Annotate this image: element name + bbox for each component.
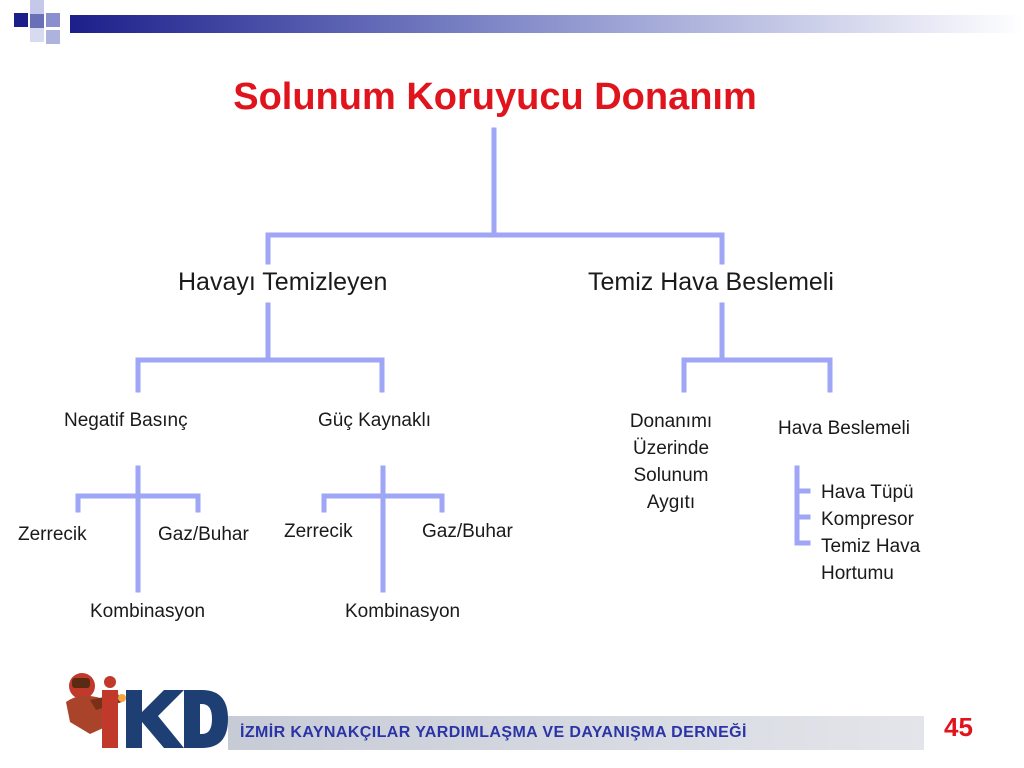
- ikd-logo: [60, 664, 230, 756]
- node-negatif-basinc: Negatif Basınç: [64, 410, 188, 431]
- node-negatif-zerrecik: Zerrecik: [18, 524, 87, 545]
- header-band: [0, 0, 1024, 52]
- node-donanimi-uzerinde: Donanımı Üzerinde Solunum Aygıtı: [612, 408, 730, 516]
- node-guc-kaynakli: Güç Kaynaklı: [318, 410, 431, 431]
- node-guc-kombinasyon: Kombinasyon: [345, 601, 461, 622]
- node-line: Donanımı: [629, 411, 713, 432]
- node-line: Üzerinde: [632, 438, 710, 459]
- list-item-hortumu: Hortumu: [821, 563, 894, 584]
- welder-logo-icon: [66, 673, 228, 748]
- node-temiz-hava-beslemeli: Temiz Hava Beslemeli: [588, 268, 834, 296]
- node-line: Aygıtı: [646, 492, 696, 513]
- node-guc-gaz-buhar: Gaz/Buhar: [422, 521, 513, 542]
- node-negatif-gaz-buhar: Gaz/Buhar: [158, 524, 249, 545]
- page-title: Solunum Koruyucu Donanım: [233, 76, 757, 118]
- footer-band: [228, 716, 924, 750]
- page-number: 45: [944, 712, 973, 742]
- node-havayi-temizleyen: Havayı Temizleyen: [178, 268, 388, 296]
- node-negatif-kombinasyon: Kombinasyon: [90, 601, 206, 622]
- list-item-hava-tupu: Hava Tüpü: [821, 482, 914, 503]
- footer-association-name: İZMİR KAYNAKÇILAR YARDIMLAŞMA VE DAYANIŞ…: [240, 724, 747, 741]
- node-guc-zerrecik: Zerrecik: [284, 521, 353, 542]
- list-item-kompresor: Kompresor: [821, 509, 914, 530]
- node-line: Solunum: [633, 465, 709, 486]
- node-hava-beslemeli: Hava Beslemeli: [778, 418, 910, 439]
- header-decoration: [14, 0, 1024, 44]
- list-item-temiz-hava: Temiz Hava: [821, 536, 921, 557]
